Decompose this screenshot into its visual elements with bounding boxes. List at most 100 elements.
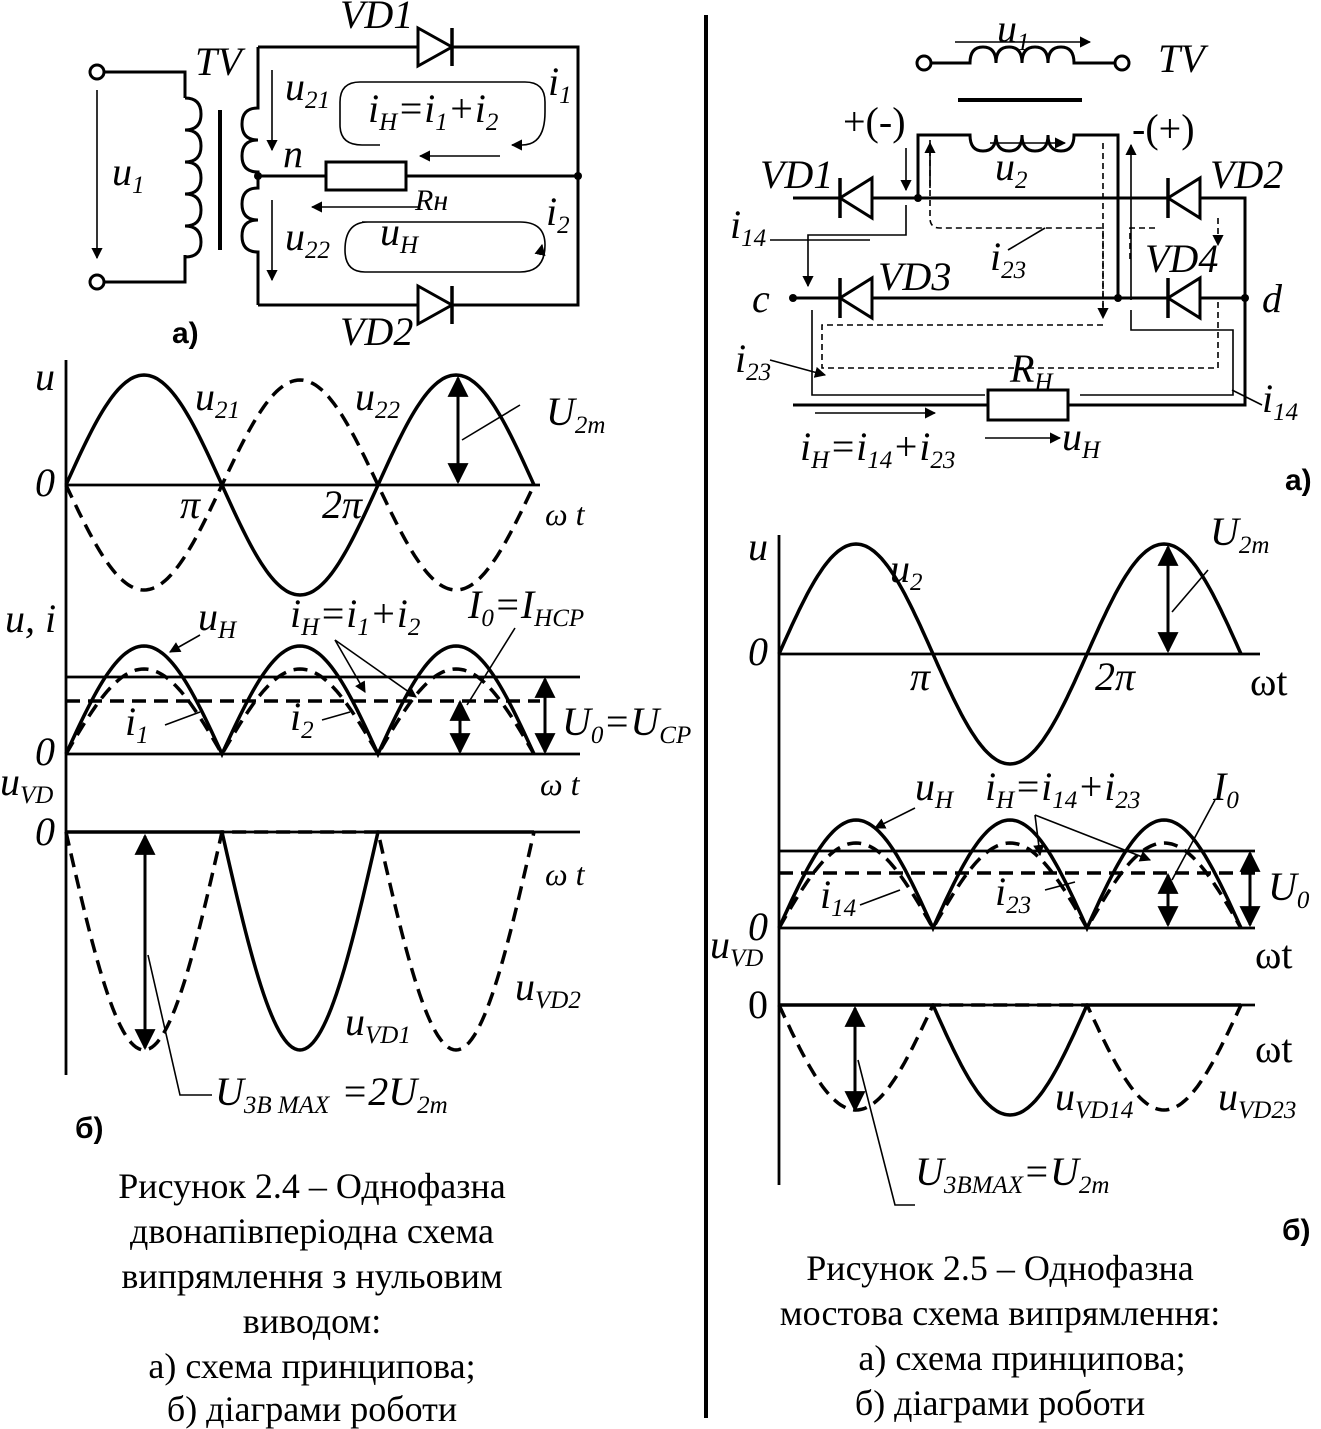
- input-terminal-bottom: [88, 273, 106, 291]
- i0-equation: I0=IHCP: [467, 582, 584, 632]
- wt-label: ωt: [1255, 932, 1292, 977]
- input-terminal-top: [88, 63, 106, 81]
- i2-label: i2: [290, 694, 314, 744]
- uh-label: uH: [380, 209, 420, 259]
- i14-i23-curve: [777, 841, 1243, 932]
- ih-equation: iH=i14+i23: [985, 764, 1140, 814]
- u0-label: U0: [1268, 864, 1310, 914]
- vd4-diode: [1165, 275, 1202, 321]
- svg-text:випрямлення з нульовим: випрямлення з нульовим: [121, 1256, 502, 1296]
- uh-label: uH: [198, 594, 238, 644]
- left-panel-a-label: a): [172, 317, 199, 350]
- u2-graph-label: u2: [890, 546, 923, 596]
- vd3-diode: [837, 275, 874, 321]
- u1-label: u1: [997, 6, 1030, 56]
- pi-label: π: [180, 482, 201, 527]
- vd1-diode: [837, 175, 874, 221]
- svg-text:б) діаграми роботи: б) діаграми роботи: [167, 1389, 457, 1429]
- wt-label: ωt: [1250, 659, 1287, 704]
- right-graph-2: 0 uH iH=i14+i23 I0 i14 i23 U0 ωt: [748, 764, 1310, 977]
- left-graph-2: u, i 0 uH iH=i1+i2 I0=IHCP i1 i2 U0=UCP …: [5, 582, 691, 802]
- rn-label: Rн: [414, 184, 448, 217]
- two-pi-label: 2π: [1095, 654, 1136, 699]
- u1-label: u1: [112, 149, 145, 199]
- ih-equation: iH=i1+i2: [290, 591, 420, 641]
- i14-label: i14: [730, 202, 766, 252]
- vd2-diode: [1165, 175, 1202, 221]
- i23-label-2: i23: [735, 336, 771, 386]
- right-panel-a-label: a): [1285, 464, 1312, 497]
- umax-equation: U3BMAX=U2m: [915, 1149, 1109, 1199]
- u-axis-label: u: [35, 354, 55, 399]
- vd2-label: VD2: [340, 309, 413, 354]
- vd3-label: VD3: [878, 254, 951, 299]
- u21-graph-label: u21: [195, 374, 240, 424]
- uvd-axis-label: uVD: [710, 922, 763, 972]
- minus-label: -(+): [1132, 106, 1195, 151]
- zero-label: 0: [35, 729, 55, 774]
- right-circuit-diagram: u1 TV +(-) -(+) u2 VD1 VD2 VD3 VD4 i14 i…: [730, 6, 1312, 497]
- u22-label: u22: [285, 214, 330, 264]
- ui-axis-label: u, i: [5, 596, 56, 641]
- i1-label: i1: [548, 59, 572, 109]
- svg-text:Рисунок 2.5 – Однофазна: Рисунок 2.5 – Однофазна: [806, 1248, 1193, 1288]
- right-caption: Рисунок 2.5 – Однофазна мостова схема ви…: [780, 1248, 1220, 1423]
- u22-graph-label: u22: [355, 374, 400, 424]
- tv-label: TV: [1158, 36, 1209, 81]
- uvd-axis-label: uVD: [0, 759, 53, 809]
- u2m-label: U2m: [1210, 509, 1269, 559]
- zero-label: 0: [748, 629, 768, 674]
- vd1-label: VD1: [340, 0, 413, 37]
- uh-curve: [777, 818, 1243, 933]
- i23-label: i23: [990, 234, 1026, 284]
- u21-curve: [64, 373, 536, 597]
- uvd14-label: uVD14: [1055, 1074, 1133, 1124]
- uvd2-label: uVD2: [515, 964, 581, 1014]
- left-graph-1: u 0 π 2π ω t u21 u22 U2m: [35, 354, 605, 1075]
- wt-label: ωt: [1255, 1026, 1292, 1071]
- c-label: c: [752, 276, 770, 321]
- u-axis-label: u: [748, 524, 768, 569]
- two-pi-label: 2π: [322, 482, 363, 527]
- right-graph-1: u 0 π 2π ωt u2 U2m: [748, 509, 1287, 1185]
- umax-equation: U3B MAX=2U2m: [215, 1069, 448, 1119]
- uvd14-curve: [779, 1003, 1241, 1117]
- pi-label: π: [910, 654, 931, 699]
- primary-winding: [184, 96, 203, 259]
- zero-label: 0: [35, 809, 55, 854]
- i14-label: i14: [820, 872, 856, 922]
- left-panel-b-label: б): [75, 1112, 104, 1145]
- zero-label: 0: [748, 982, 768, 1027]
- svg-text:мостова схема випрямлення:: мостова схема випрямлення:: [780, 1293, 1220, 1333]
- vd2-diode: [416, 283, 456, 327]
- svg-text:б) діаграми роботи: б) діаграми роботи: [855, 1383, 1145, 1423]
- uh-curve: [64, 644, 536, 759]
- uh-label: uH: [1062, 414, 1102, 464]
- svg-text:Рисунок 2.4 – Однофазна: Рисунок 2.4 – Однофазна: [118, 1166, 505, 1206]
- zero-label: 0: [748, 904, 768, 949]
- d-label: d: [1262, 276, 1283, 321]
- i1-i2-curve: [64, 667, 536, 758]
- wt-label: ω t: [540, 766, 581, 802]
- u2-label: u2: [995, 144, 1028, 194]
- i23-label: i23: [995, 869, 1031, 919]
- u21-label: u21: [285, 64, 330, 114]
- svg-text:а) схема принципова;: а) схема принципова;: [858, 1338, 1185, 1378]
- left-caption: Рисунок 2.4 – Однофазна двонапівперіодна…: [118, 1166, 505, 1429]
- uvd1-curve: [66, 830, 534, 1052]
- load-resistor: [324, 160, 408, 192]
- vd1-diode: [416, 25, 456, 69]
- left-circuit-diagram: TV VD1 VD2 u1 u21 u22 n Rн i1 i2 uH iH=i…: [88, 0, 582, 354]
- zero-label: 0: [35, 460, 55, 505]
- wt-label: ω t: [545, 496, 586, 532]
- right-panel-b-label: б): [1282, 1214, 1311, 1247]
- u2-curve: [777, 542, 1243, 766]
- wt-label: ω t: [545, 856, 586, 892]
- u0-equation: U0=UCP: [562, 699, 691, 749]
- ih-equation: iH=i1+i2: [368, 86, 498, 136]
- i1-label: i1: [125, 699, 149, 749]
- vd4-label: VD4: [1145, 236, 1218, 281]
- rh-resistor: [986, 388, 1070, 422]
- i14-label-2: i14: [1262, 376, 1298, 426]
